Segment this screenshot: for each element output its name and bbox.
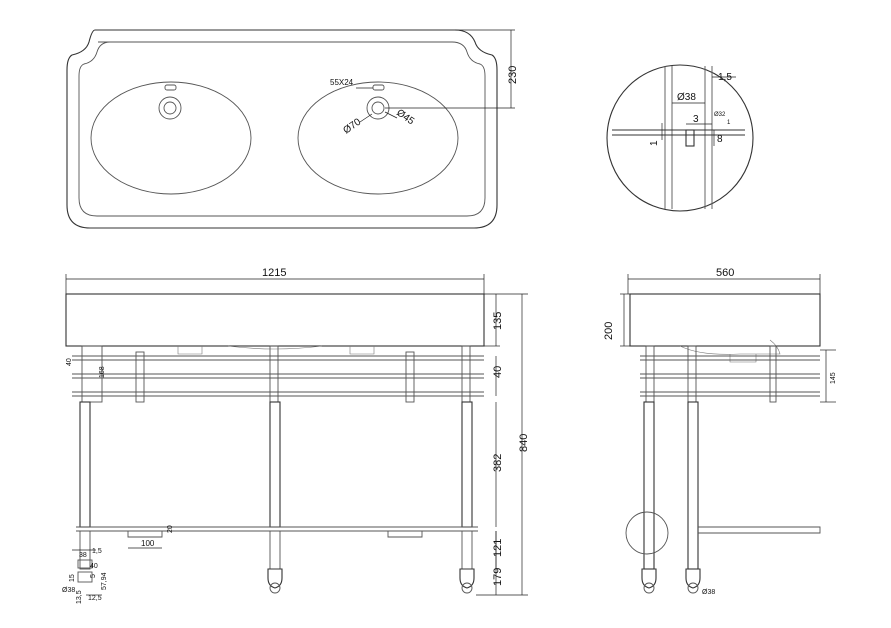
- basin-outline-outer: [66, 29, 498, 229]
- dim-phi70: Ø70: [341, 116, 363, 136]
- front-view: 1215 100: [62, 267, 530, 604]
- detail-circle: [606, 64, 754, 212]
- dim-detail-phi38: Ø38: [677, 92, 696, 103]
- dim-20: 20: [167, 525, 174, 533]
- right-bowl: [297, 81, 459, 195]
- left-tap-hole-outer: [158, 96, 182, 120]
- left-overflow-slot: [164, 84, 177, 91]
- dim-145: 145: [830, 372, 837, 384]
- dim-100: 100: [141, 539, 155, 548]
- side-leg-front: [643, 401, 655, 570]
- dim-fd-12-5: 12,5: [88, 595, 102, 602]
- side-detail-circle: [625, 511, 669, 555]
- side-leg-back: [687, 401, 699, 570]
- dim-fd-5: 5: [90, 574, 97, 578]
- side-basin: [629, 293, 821, 347]
- foot-detail: 1,5 38 40 15 5 57,94 Ø38 13,5 12,5: [62, 548, 108, 604]
- front-basin: [65, 293, 485, 347]
- front-leg-left: [79, 401, 91, 528]
- dim-fd-phi38: Ø38: [62, 587, 75, 594]
- dim-detail-1-small: 1: [727, 120, 731, 126]
- dim-840: 840: [518, 434, 530, 452]
- left-tap-hole-inner: [163, 101, 177, 115]
- dim-200: 200: [603, 322, 615, 340]
- dim-40-right: 40: [492, 366, 504, 378]
- dim-detail-1-5: 1,5: [718, 72, 732, 83]
- right-tap-hole-inner: [371, 101, 385, 115]
- dim-fd-57-94: 57,94: [101, 572, 108, 590]
- dim-179: 179: [492, 568, 504, 586]
- dim-121: 121: [492, 539, 504, 557]
- dim-168: 168: [99, 366, 106, 378]
- front-leg-middle: [269, 401, 281, 528]
- dim-detail-8: 8: [717, 134, 723, 145]
- side-view: 560 Ø38 200 145: [603, 267, 837, 596]
- dim-side-phi38: Ø38: [702, 589, 715, 596]
- dim-detail-1: 1: [649, 140, 660, 146]
- dim-382: 382: [492, 454, 504, 472]
- dim-1215: 1215: [262, 267, 286, 279]
- left-bowl: [90, 81, 252, 195]
- dim-40-left: 40: [66, 358, 73, 366]
- dim-phi45: Ø45: [394, 107, 416, 127]
- dim-fd-38: 38: [79, 552, 87, 559]
- dim-135: 135: [492, 312, 504, 330]
- dim-detail-3: 3: [693, 114, 699, 125]
- basin-outline-inner: [78, 41, 486, 217]
- right-overflow-slot: [372, 84, 385, 91]
- dim-detail-phi32: Ø32: [714, 112, 726, 118]
- front-leg-right: [461, 401, 473, 528]
- dim-fd-40: 40: [90, 563, 98, 570]
- dim-55x24: 55X24: [330, 78, 354, 87]
- dim-230: 230: [507, 66, 519, 84]
- dim-560: 560: [716, 267, 734, 279]
- detail-view: 1,5 Ø38 3 Ø32 1 8 1: [606, 64, 754, 212]
- dim-fd-15: 15: [69, 574, 76, 582]
- dim-fd-1-5: 1,5: [92, 548, 102, 555]
- top-view: 230 55X24 Ø70 Ø45: [66, 29, 519, 229]
- dim-fd-13-5: 13,5: [76, 590, 83, 604]
